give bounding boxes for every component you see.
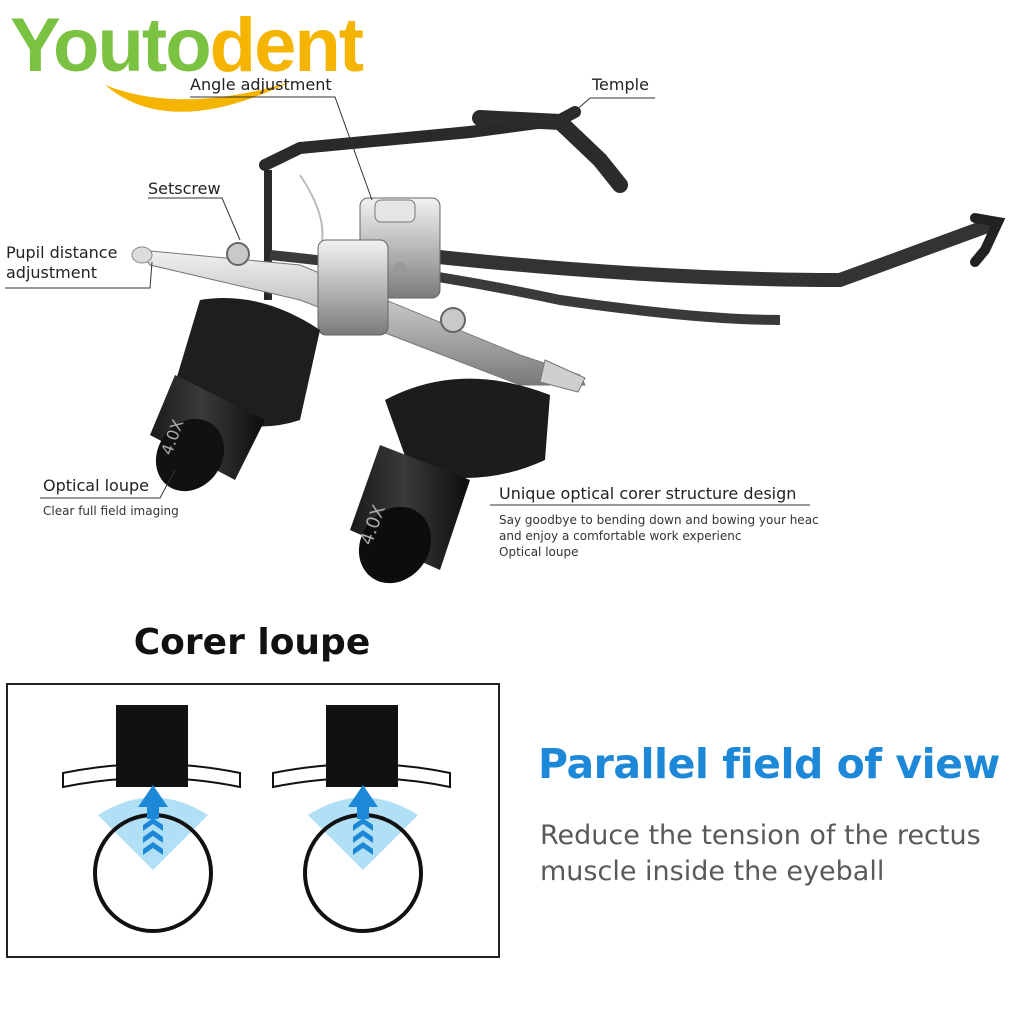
label-temple: Temple xyxy=(592,75,649,94)
label-unique-design-sub-line3: Optical loupe xyxy=(499,545,579,559)
right-loupe: 4.0X xyxy=(350,378,550,584)
corer-loupe-title: Corer loupe xyxy=(133,622,371,663)
label-unique-design-sub-line2: and enjoy a comfortable work experienc xyxy=(499,529,742,543)
leader-setscrew xyxy=(148,197,241,241)
label-optical-loupe: Optical loupe xyxy=(43,476,149,495)
leader-optical-loupe xyxy=(40,469,176,499)
leader-pupil-distance xyxy=(5,261,153,289)
label-pupil-distance-line2: adjustment xyxy=(6,263,97,282)
logo-text-green: Youto xyxy=(10,3,212,88)
logo-swoosh-icon xyxy=(105,82,290,112)
leader-angle-adjustment xyxy=(190,96,373,201)
label-pupil-distance-line1: Pupil distance xyxy=(6,243,118,262)
logo-text-yellow: dent xyxy=(209,3,364,88)
label-unique-design: Unique optical corer structure design xyxy=(499,484,797,503)
corer-loupe-diagram xyxy=(6,683,500,958)
left-loupe: 4.0X xyxy=(150,298,320,492)
eye-diagram-right xyxy=(272,705,451,933)
leader-temple xyxy=(485,97,655,121)
eye-diagram xyxy=(62,705,451,933)
angle-hinge xyxy=(317,197,441,336)
label-setscrew: Setscrew xyxy=(148,179,221,198)
label-angle-adjustment: Angle adjustment xyxy=(190,75,332,94)
parallel-fov-desc-line2: muscle inside the eyeball xyxy=(540,856,885,887)
eye-diagram-left xyxy=(62,705,241,933)
brand-logo: Youtodent xyxy=(10,0,380,130)
arrow-up-left-icon xyxy=(138,785,168,855)
parallel-fov-description: Reduce the tension of the rectus muscle … xyxy=(540,818,1010,890)
label-unique-design-sub: Say goodbye to bending down and bowing y… xyxy=(499,512,819,560)
label-unique-design-sub-line1: Say goodbye to bending down and bowing y… xyxy=(499,513,819,527)
loupe-glasses-illustration: 4.0X 4.0X xyxy=(5,96,1006,584)
label-pupil-distance: Pupil distance adjustment xyxy=(6,243,117,283)
callout-leaders xyxy=(5,96,810,506)
arrow-up-right-icon xyxy=(348,785,378,855)
loupe-block-right xyxy=(326,705,398,787)
label-optical-loupe-sub: Clear full field imaging xyxy=(43,504,179,518)
parallel-fov-title: Parallel field of view xyxy=(538,740,1000,788)
parallel-fov-desc-line1: Reduce the tension of the rectus xyxy=(540,820,981,851)
logo-wordmark: Youtodent xyxy=(10,2,364,89)
